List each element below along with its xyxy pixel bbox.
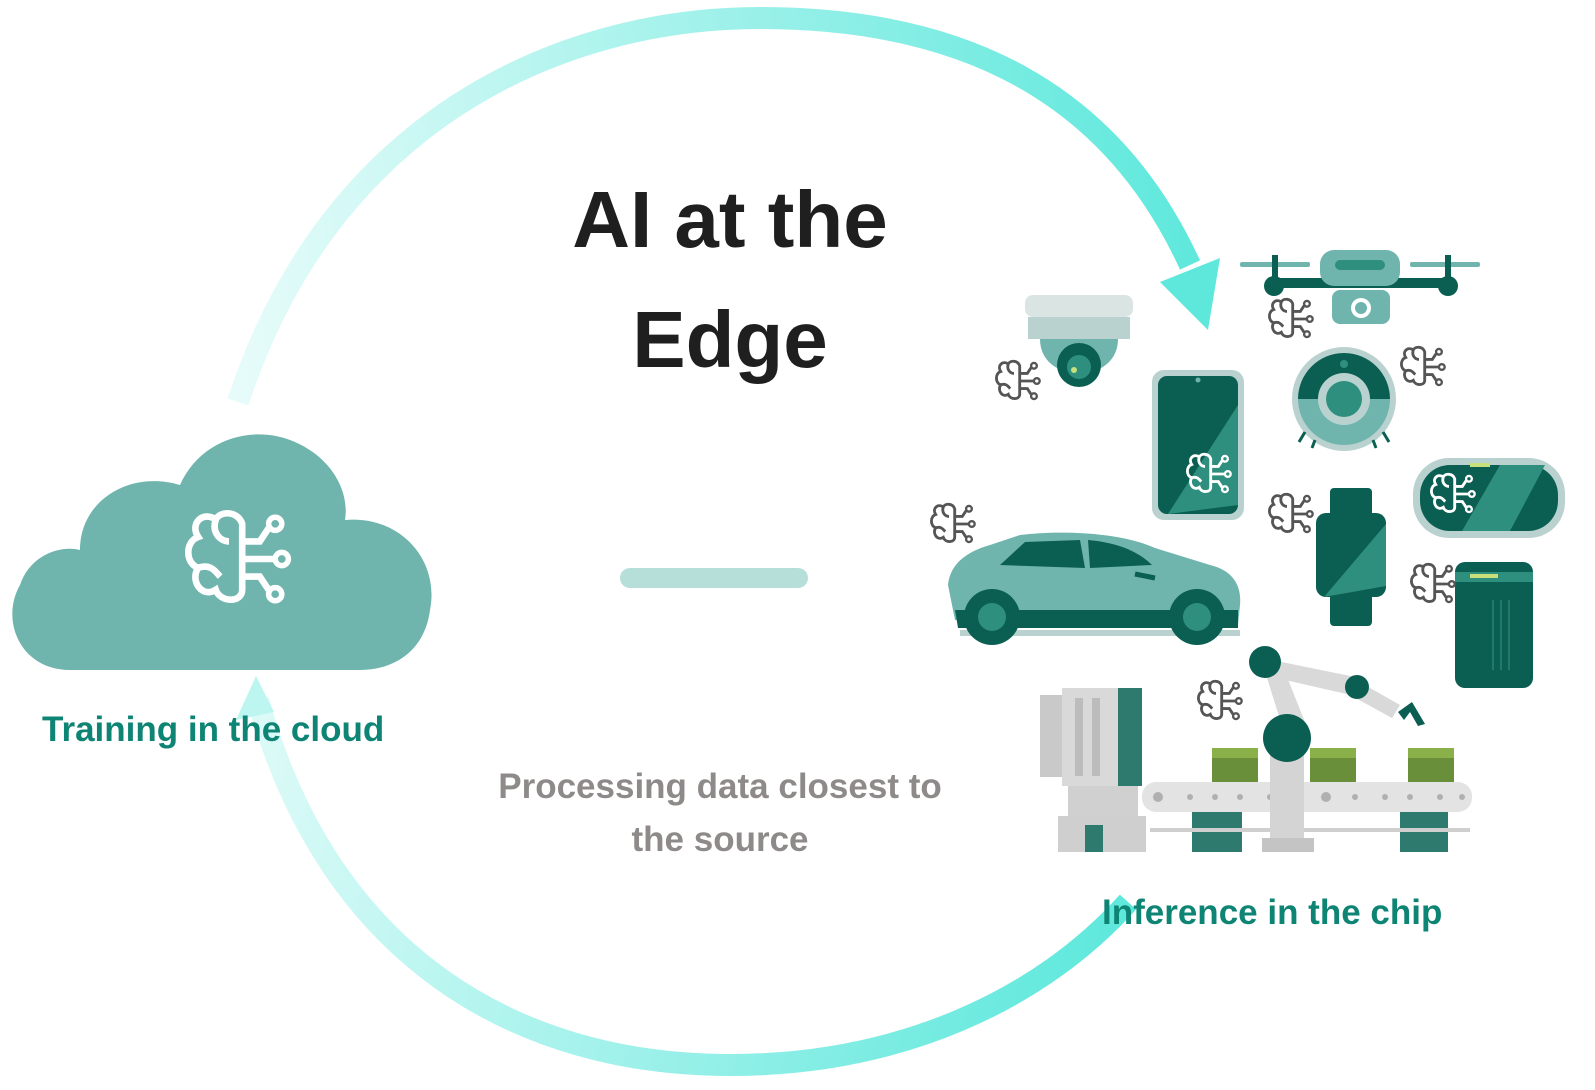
title-divider bbox=[620, 568, 808, 588]
speaker-brain-icon bbox=[1410, 562, 1457, 604]
car-brain-icon bbox=[929, 502, 977, 544]
top-arrowhead bbox=[1160, 258, 1220, 330]
bottom-cycle-arrow bbox=[247, 697, 1137, 1077]
smartwatch-icon bbox=[1316, 488, 1386, 626]
page-title: AI at the Edge bbox=[572, 175, 888, 384]
camera-brain-icon bbox=[994, 359, 1042, 401]
robot-vacuum-icon bbox=[1292, 347, 1396, 451]
chip-label: Inference in the chip bbox=[1102, 893, 1443, 932]
arm-brain-icon bbox=[1197, 679, 1244, 721]
cloud-ai-icon bbox=[12, 434, 432, 670]
bottom-arrowhead bbox=[236, 676, 274, 720]
smartphone-icon bbox=[1152, 370, 1244, 520]
drone-brain-icon bbox=[1268, 297, 1315, 339]
cloud-label: Training in the cloud bbox=[42, 710, 385, 749]
top-cycle-arrow bbox=[227, 6, 1201, 406]
car-icon bbox=[948, 532, 1241, 645]
robotic-arm-conveyor-icon bbox=[1040, 646, 1472, 852]
security-camera-icon bbox=[1025, 295, 1133, 387]
vacuum-brain-icon bbox=[1400, 345, 1447, 387]
subtitle: Processing data closest to the source bbox=[498, 767, 942, 859]
smart-speaker-icon bbox=[1455, 562, 1533, 688]
watch-brain-icon bbox=[1268, 492, 1315, 534]
drone-icon bbox=[1240, 250, 1480, 324]
vr-headset-icon bbox=[1413, 458, 1565, 538]
